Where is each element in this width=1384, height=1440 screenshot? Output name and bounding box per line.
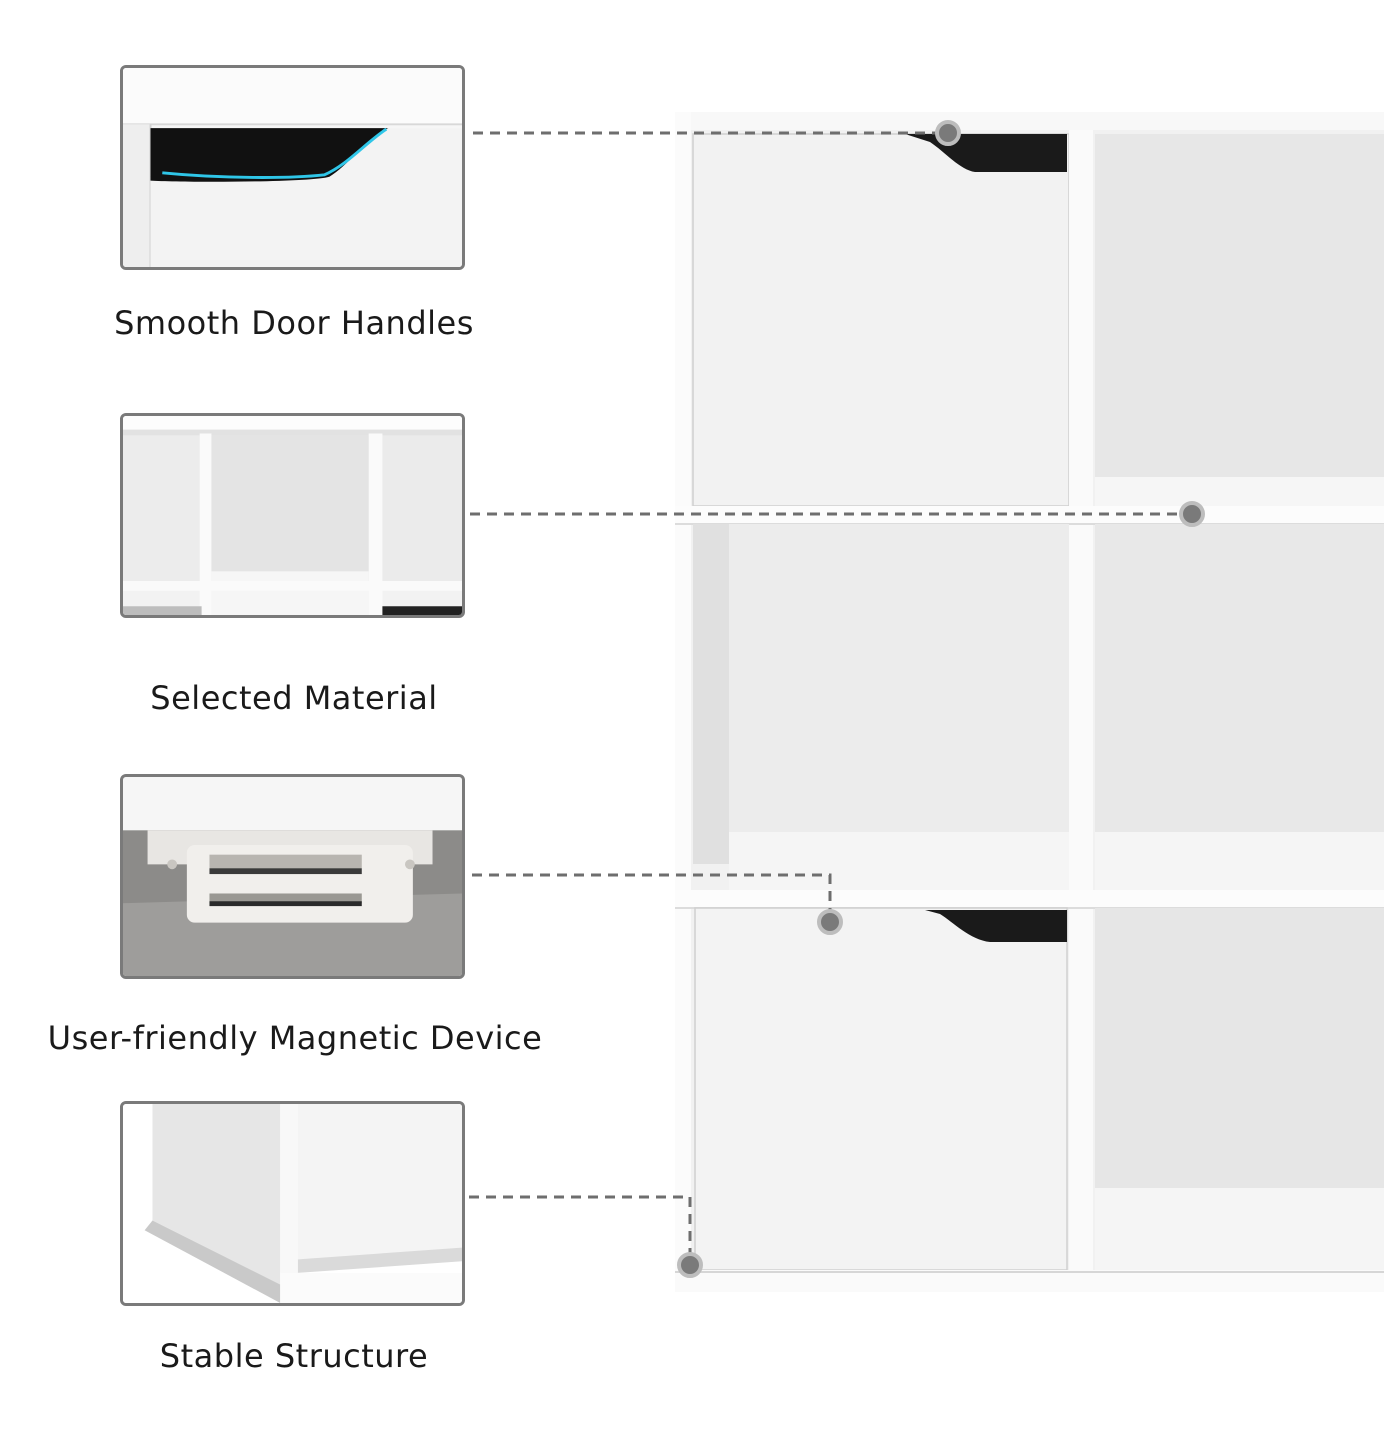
feature-caption-handles: Smooth Door Handles xyxy=(114,304,474,342)
door-handle-thumbnail xyxy=(120,65,465,270)
cube-cabinet-illustration xyxy=(675,112,1384,1292)
bottom-door xyxy=(694,907,1068,1271)
feature-caption-magnet: User-friendly Magnetic Device xyxy=(47,1019,543,1057)
leader-structure xyxy=(469,1195,692,1265)
material-thumbnail xyxy=(120,413,465,618)
top-door xyxy=(692,133,1070,507)
feature-caption-material: Selected Material xyxy=(150,679,438,717)
feature-caption-structure: Stable Structure xyxy=(159,1337,429,1375)
structure-thumbnail xyxy=(120,1101,465,1306)
magnet-thumbnail xyxy=(120,774,465,979)
